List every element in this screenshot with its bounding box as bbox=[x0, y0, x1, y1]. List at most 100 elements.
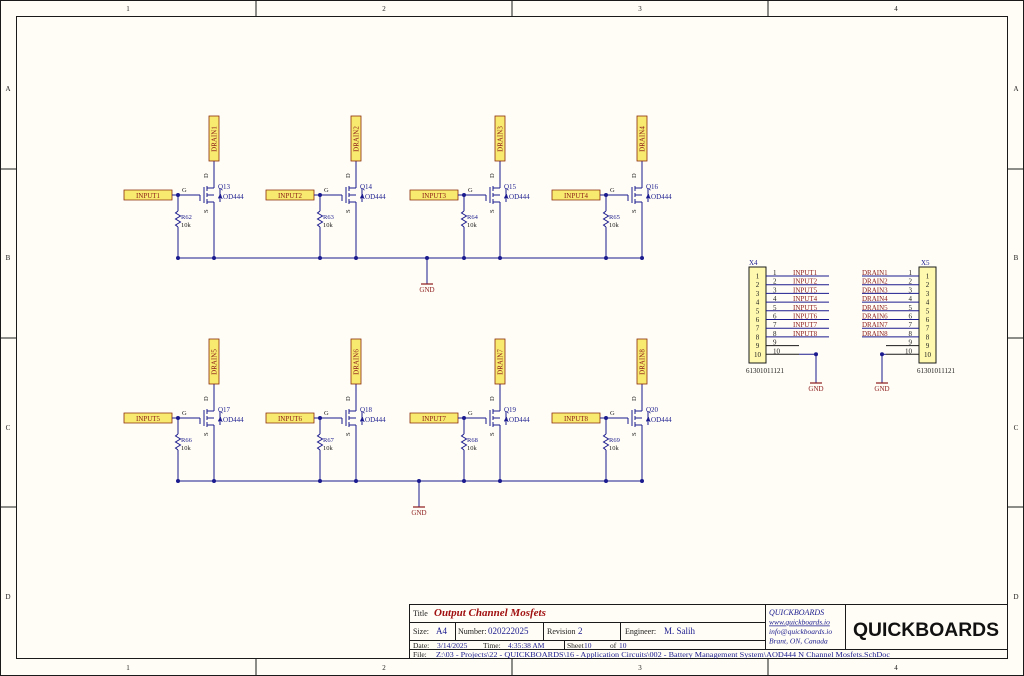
input-net-label: INPUT5 bbox=[136, 415, 161, 423]
connector-net-label: INPUT5 bbox=[793, 304, 818, 312]
resistor-symbol bbox=[602, 433, 610, 451]
source-pin-label: S bbox=[631, 432, 638, 436]
drain-net-label-box bbox=[208, 338, 220, 385]
connector-pin-label: 5 bbox=[773, 304, 777, 312]
connector-pin-number: 2 bbox=[756, 281, 760, 289]
gnd-label: GND bbox=[411, 509, 426, 517]
file-label: File: bbox=[413, 650, 427, 659]
mosfet-designator: Q17 bbox=[218, 406, 231, 414]
connector-pin-number: 3 bbox=[926, 290, 930, 298]
junction-dot bbox=[176, 479, 180, 483]
junction-dot bbox=[640, 256, 644, 260]
resistor-designator: R64 bbox=[467, 214, 479, 221]
source-pin-label: S bbox=[631, 209, 638, 213]
connector-pin-number: 5 bbox=[756, 307, 760, 315]
resistor-symbol bbox=[174, 433, 182, 451]
input-net-label: INPUT8 bbox=[564, 415, 589, 423]
connector-pin-label: 3 bbox=[773, 286, 777, 294]
connector-net-label: DRAIN7 bbox=[862, 321, 888, 329]
connector-net-label: INPUT8 bbox=[793, 330, 818, 338]
drain-net-label-box bbox=[636, 115, 648, 162]
mosfet-channels: INPUT1GR6210kQ13AOD444DSDRAIN1INPUT2GR63… bbox=[123, 115, 672, 517]
junction-dot bbox=[212, 256, 216, 260]
input-net-label-box bbox=[265, 412, 315, 424]
drain-net-label: DRAIN7 bbox=[497, 349, 505, 375]
junction-dot bbox=[880, 352, 884, 357]
drain-pin-label: D bbox=[489, 396, 496, 401]
drain-pin-label: D bbox=[203, 173, 210, 178]
drain-net-label: DRAIN4 bbox=[639, 126, 647, 152]
connector-net-label: INPUT4 bbox=[793, 295, 818, 303]
input-net-label: INPUT2 bbox=[278, 192, 303, 200]
company-website: www.quickboards.io bbox=[769, 618, 830, 627]
resistor-symbol bbox=[316, 210, 324, 228]
mosfet-part: AOD444 bbox=[646, 416, 672, 424]
junction-dot bbox=[318, 256, 322, 260]
connector-pin-label: 6 bbox=[773, 313, 777, 321]
drain-pin-label: D bbox=[631, 396, 638, 401]
input-net-label: INPUT7 bbox=[422, 415, 447, 423]
col-label-bottom: 3 bbox=[638, 664, 642, 672]
junction-dot bbox=[354, 479, 358, 483]
mosfet-row: INPUT1GR6210kQ13AOD444DSDRAIN1INPUT2GR63… bbox=[123, 115, 672, 294]
title-block-text: Title Output Channel Mosfets Size: A4 Nu… bbox=[413, 607, 999, 659]
gate-pin-label: G bbox=[182, 187, 187, 194]
resistor-designator: R66 bbox=[181, 437, 193, 444]
engineer-value: M. Salih bbox=[664, 626, 696, 636]
number-value: 020222025 bbox=[488, 626, 529, 636]
mosfet-part: AOD444 bbox=[218, 193, 244, 201]
connector-pin-label: 8 bbox=[773, 330, 777, 338]
connector-pin-label: 9 bbox=[909, 339, 913, 347]
connector-pin-number: 8 bbox=[756, 333, 760, 341]
connector-designator: X4 bbox=[749, 259, 758, 267]
number-label: Number: bbox=[458, 627, 486, 636]
connector-pin-label: 7 bbox=[909, 321, 913, 329]
row-label-left: A bbox=[5, 85, 10, 93]
input-net-label-box bbox=[551, 412, 601, 424]
input-net-label-box bbox=[123, 412, 173, 424]
connector-net-label: DRAIN6 bbox=[862, 313, 888, 321]
file-path: Z:\03 - Projects\22 - QUICKBOARDS\16 - A… bbox=[436, 651, 890, 659]
drain-net-label: DRAIN2 bbox=[353, 126, 361, 152]
col-label-bottom: 2 bbox=[382, 664, 386, 672]
drain-net-label: DRAIN1 bbox=[211, 126, 219, 152]
input-net-label: INPUT6 bbox=[278, 415, 303, 423]
gnd-label: GND bbox=[808, 385, 823, 393]
connector-net-label: DRAIN3 bbox=[862, 286, 888, 294]
time-value: 4:35:38 AM bbox=[508, 641, 545, 650]
connector-pin-label: 10 bbox=[905, 347, 913, 355]
resistor-symbol bbox=[460, 210, 468, 228]
gnd-symbol: GND bbox=[411, 506, 427, 517]
resistor-value: 10k bbox=[181, 445, 192, 452]
revision-value: 2 bbox=[578, 626, 583, 636]
connector-pin-label: 7 bbox=[773, 321, 777, 329]
connector-body bbox=[748, 266, 767, 364]
time-label: Time: bbox=[483, 641, 501, 650]
input-net-label-box bbox=[409, 412, 459, 424]
connector-pin-number: 6 bbox=[756, 316, 760, 324]
connector-pin-number: 4 bbox=[926, 299, 930, 307]
title-block bbox=[409, 604, 1008, 659]
junction-dot bbox=[176, 256, 180, 260]
resistor-symbol bbox=[316, 433, 324, 451]
drain-net-label-box bbox=[494, 115, 506, 162]
col-label-top: 2 bbox=[382, 5, 386, 13]
connector-pin-number: 2 bbox=[926, 281, 930, 289]
drain-pin-label: D bbox=[203, 396, 210, 401]
input-net-label: INPUT1 bbox=[136, 192, 161, 200]
resistor-value: 10k bbox=[467, 445, 478, 452]
input-net-label-box bbox=[409, 189, 459, 201]
mosfet-part: AOD444 bbox=[504, 193, 530, 201]
gnd-symbol: GND bbox=[419, 283, 435, 294]
mosfet-part: AOD444 bbox=[360, 193, 386, 201]
connector-pin-label: 3 bbox=[909, 286, 913, 294]
gate-pin-label: G bbox=[610, 187, 615, 194]
drain-net-label: DRAIN3 bbox=[497, 126, 505, 152]
connector-net-label: DRAIN1 bbox=[862, 269, 888, 277]
connector-net-label: INPUT5 bbox=[793, 286, 818, 294]
